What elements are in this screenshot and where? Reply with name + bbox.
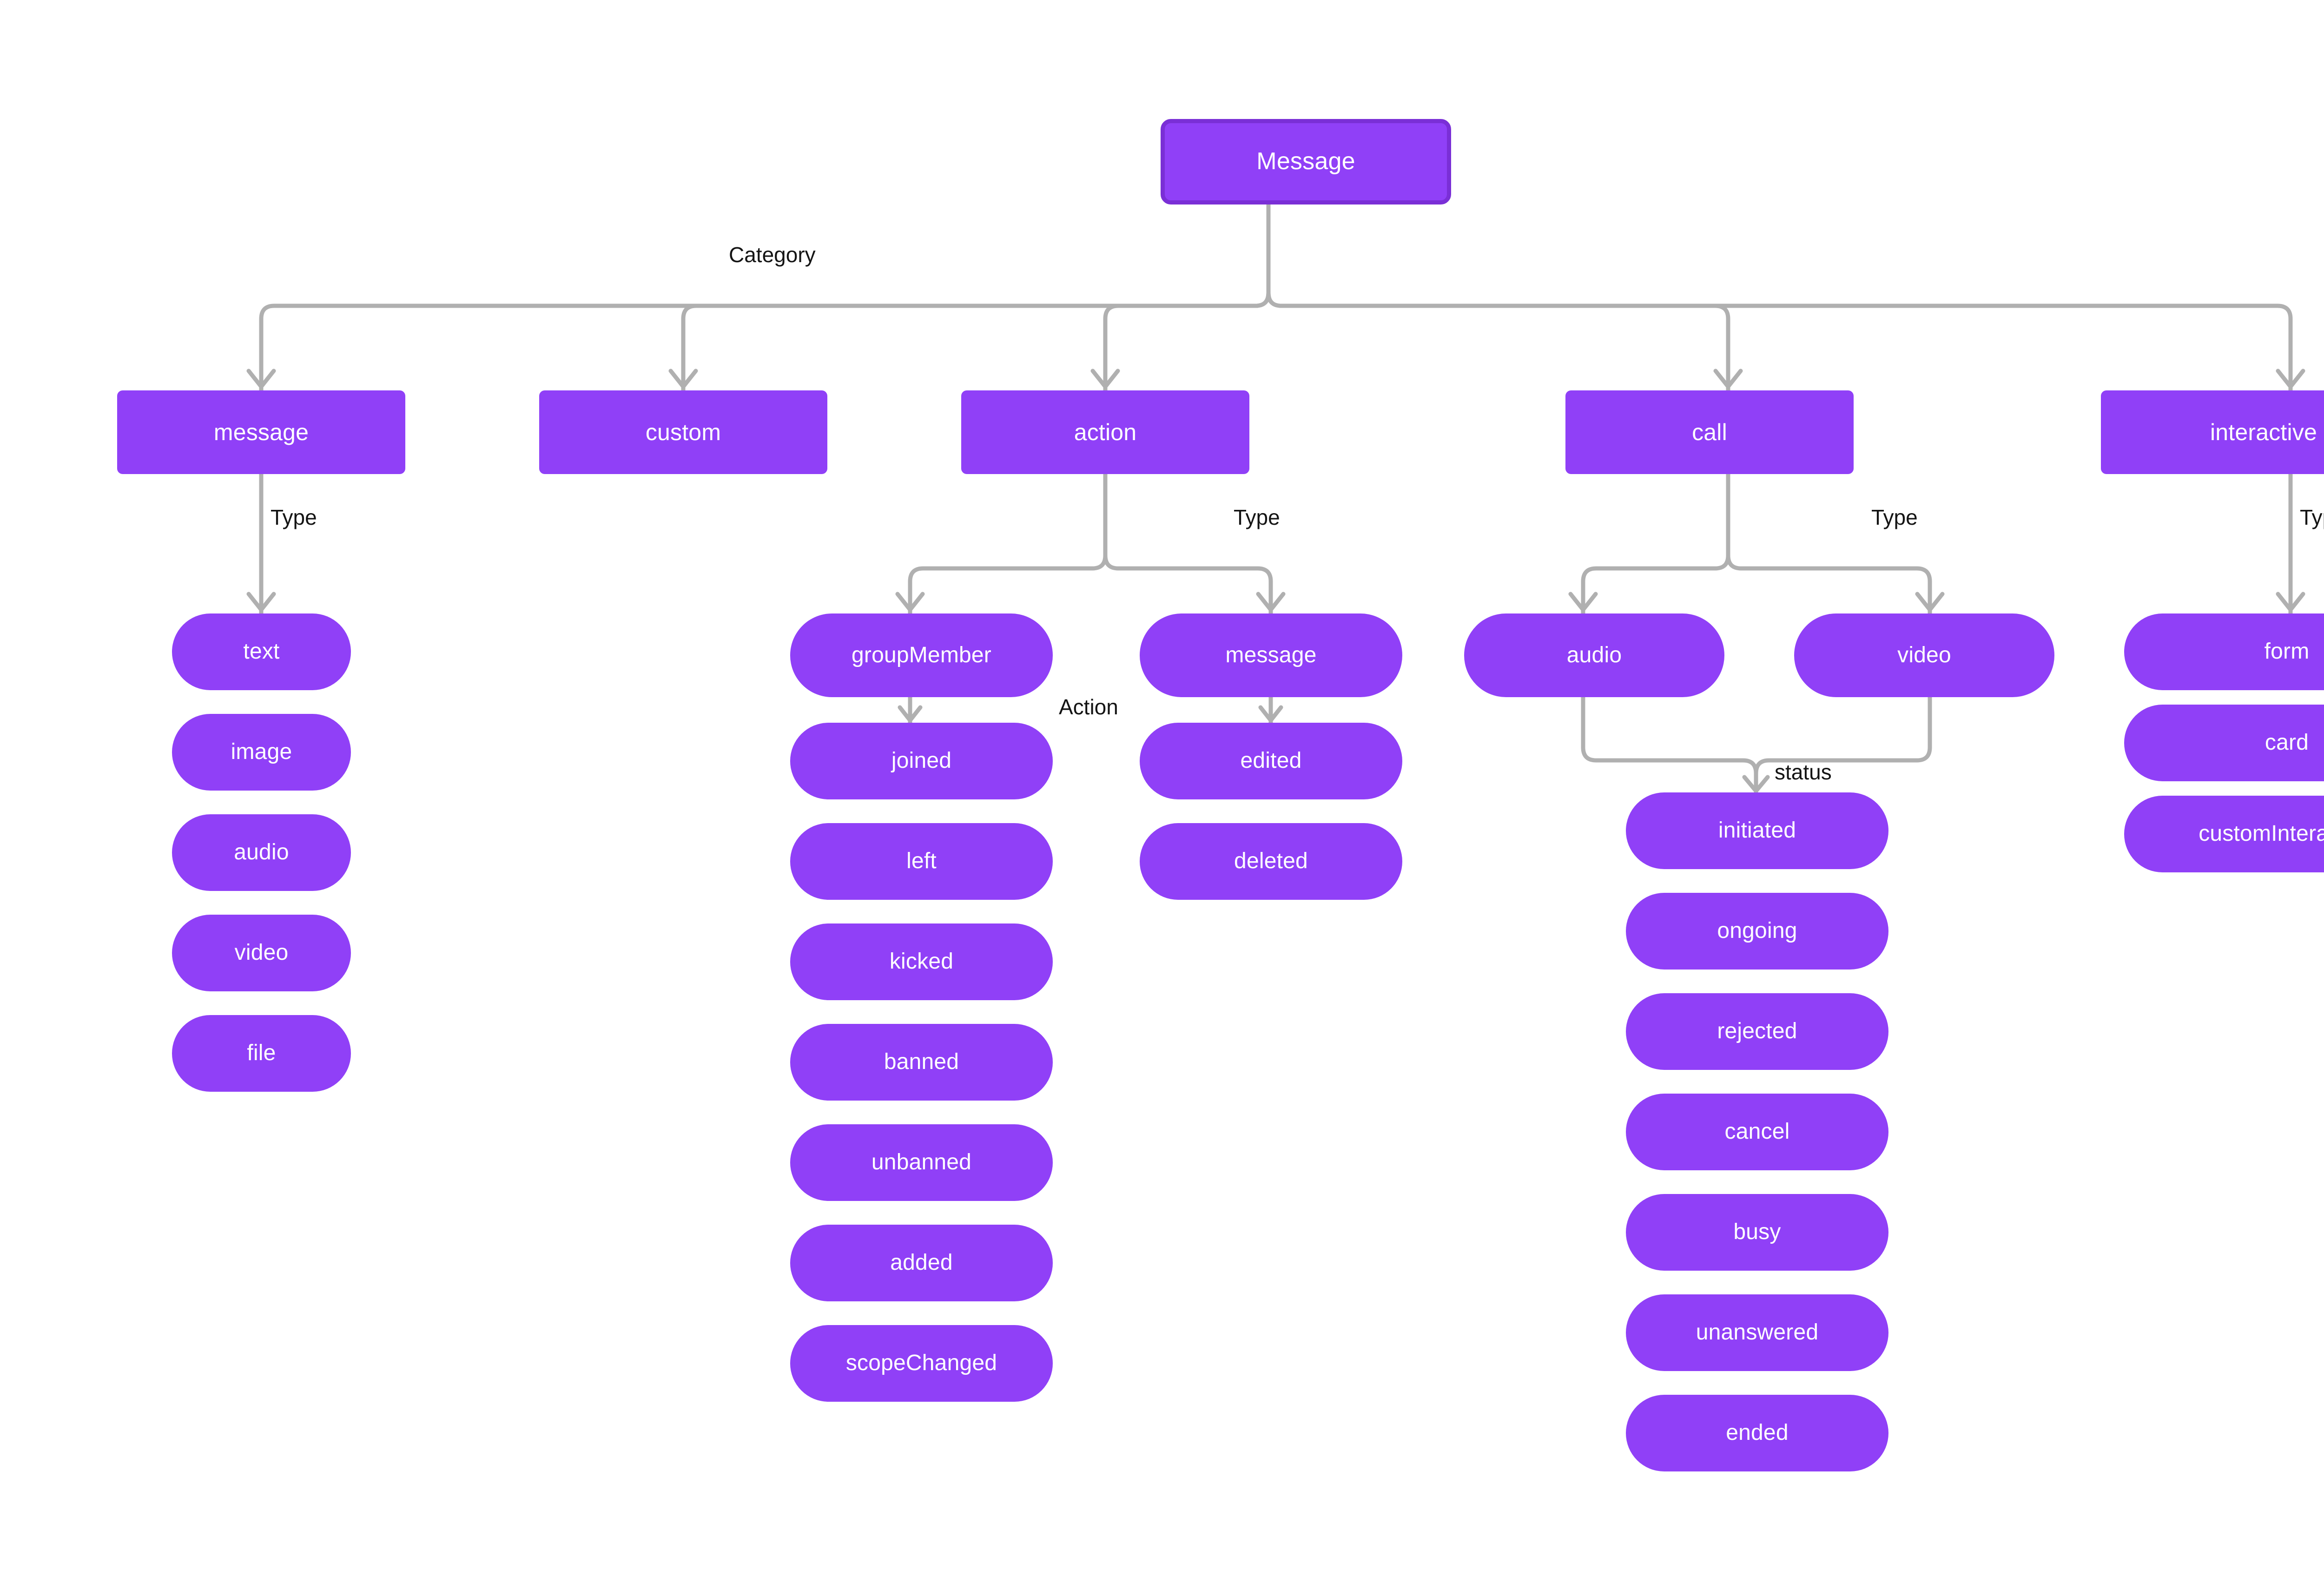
node-category-action[interactable]: action	[961, 390, 1249, 474]
node-label: groupMember	[851, 642, 991, 667]
node-label: added	[890, 1250, 953, 1275]
node-label: scopeChanged	[845, 1351, 997, 1376]
node-interactive-type-custominteractive[interactable]: customInteractive	[2124, 796, 2324, 872]
node-groupmember-action-kicked[interactable]: kicked	[790, 923, 1053, 1000]
node-category-call[interactable]: call	[1565, 390, 1854, 474]
node-label: call	[1692, 419, 1727, 445]
node-groupmember-action-banned[interactable]: banned	[790, 1024, 1053, 1101]
node-label: ended	[1726, 1420, 1789, 1445]
node-groupmember-action-scopechanged[interactable]: scopeChanged	[790, 1325, 1053, 1402]
node-label: card	[2265, 730, 2309, 755]
edge-action-to-message	[1103, 553, 1273, 616]
arrowhead-action	[1090, 369, 1120, 389]
node-label: interactive	[2210, 419, 2317, 445]
node-label: form	[2264, 639, 2310, 664]
node-groupmember-action-unbanned[interactable]: unbanned	[790, 1124, 1053, 1201]
node-label: video	[234, 940, 289, 965]
edge-bus-custom	[681, 290, 1271, 393]
arrowhead-audio	[1568, 592, 1598, 612]
node-category-interactive[interactable]: interactive	[2101, 390, 2324, 474]
node-label: kicked	[889, 949, 954, 974]
node-label: custom	[645, 419, 721, 445]
node-interactive-type-form[interactable]: form	[2124, 613, 2324, 690]
node-groupmember-action-added[interactable]: added	[790, 1225, 1053, 1301]
node-label: customInteractive	[2199, 821, 2324, 846]
node-label: Message	[1256, 148, 1355, 175]
node-message-type-text[interactable]: text	[172, 613, 351, 690]
node-label: audio	[1566, 642, 1622, 667]
edge-label-type-interactive: Type	[2300, 505, 2324, 529]
arrowhead-video	[1915, 592, 1945, 612]
node-label: cancel	[1724, 1119, 1790, 1144]
node-call-status-unanswered[interactable]: unanswered	[1626, 1294, 1888, 1371]
arrowhead-text	[246, 592, 276, 612]
node-call-status-ongoing[interactable]: ongoing	[1626, 893, 1888, 970]
node-call-status-busy[interactable]: busy	[1626, 1194, 1888, 1271]
arrowhead-edited	[1258, 705, 1283, 723]
edge-label-action: Action	[1059, 695, 1118, 719]
node-action-message-edited[interactable]: edited	[1140, 723, 1402, 799]
node-label: left	[906, 849, 937, 874]
edge-label-type-action: Type	[1234, 505, 1280, 529]
node-action-type-groupmember[interactable]: groupMember	[790, 613, 1053, 697]
arrowhead-groupmember	[895, 592, 925, 612]
edge-call-to-audio	[1581, 553, 1730, 616]
node-message-type-image[interactable]: image	[172, 714, 351, 791]
node-label: action	[1074, 419, 1137, 445]
node-call-type-audio[interactable]: audio	[1464, 613, 1724, 697]
edge-label-type-message: Type	[271, 505, 317, 529]
arrowhead-custom	[668, 369, 698, 389]
node-label: initiated	[1718, 818, 1796, 843]
node-label: video	[1897, 642, 1951, 667]
node-label: ongoing	[1717, 918, 1797, 943]
edge-action-to-groupmember	[908, 553, 1108, 616]
node-call-type-video[interactable]: video	[1794, 613, 2054, 697]
node-root-message[interactable]: Message	[1161, 119, 1451, 204]
node-label: message	[213, 419, 309, 445]
arrowhead-call	[1713, 369, 1743, 389]
node-label: joined	[891, 748, 952, 773]
edge-bus-call	[1266, 290, 1730, 393]
node-message-type-video[interactable]: video	[172, 915, 351, 991]
node-label: busy	[1733, 1220, 1781, 1245]
node-message-type-file[interactable]: file	[172, 1015, 351, 1092]
node-message-type-audio[interactable]: audio	[172, 814, 351, 891]
node-groupmember-action-joined[interactable]: joined	[790, 723, 1053, 799]
node-label: unanswered	[1696, 1320, 1819, 1345]
node-category-custom[interactable]: custom	[539, 390, 827, 474]
edge-label-category: Category	[729, 243, 816, 267]
edge-bus-interactive	[1266, 290, 2293, 393]
node-label: audio	[234, 840, 289, 865]
node-call-status-rejected[interactable]: rejected	[1626, 993, 1888, 1070]
node-label: rejected	[1717, 1019, 1797, 1044]
node-label: edited	[1240, 748, 1302, 773]
node-label: file	[247, 1041, 276, 1066]
arrowhead-message	[246, 369, 276, 389]
node-groupmember-action-left[interactable]: left	[790, 823, 1053, 900]
arrowhead-form	[2276, 592, 2305, 612]
node-action-message-deleted[interactable]: deleted	[1140, 823, 1402, 900]
edge-label-type-call: Type	[1871, 505, 1918, 529]
node-call-status-ended[interactable]: ended	[1626, 1395, 1888, 1471]
arrowhead-interactive	[2276, 369, 2305, 389]
node-label: message	[1225, 642, 1317, 667]
node-call-status-cancel[interactable]: cancel	[1626, 1094, 1888, 1170]
edge-bus-left	[259, 290, 1271, 393]
edge-label-status: status	[1775, 760, 1832, 784]
edge-call-to-video	[1726, 553, 1932, 616]
edge-audio-to-status	[1581, 695, 1758, 795]
node-call-status-initiated[interactable]: initiated	[1626, 792, 1888, 869]
node-category-message[interactable]: message	[117, 390, 405, 474]
node-interactive-type-card[interactable]: card	[2124, 705, 2324, 781]
node-label: deleted	[1234, 849, 1308, 874]
node-label: text	[243, 639, 280, 664]
arrowhead-actionmsg	[1256, 592, 1286, 612]
node-action-type-message[interactable]: message	[1140, 613, 1402, 697]
node-label: unbanned	[871, 1150, 972, 1175]
arrowhead-initiated	[1742, 775, 1770, 793]
arrowhead-joined	[898, 705, 923, 723]
node-label: image	[231, 739, 292, 765]
node-label: banned	[884, 1049, 959, 1075]
edge-bus-action	[1103, 290, 1271, 393]
